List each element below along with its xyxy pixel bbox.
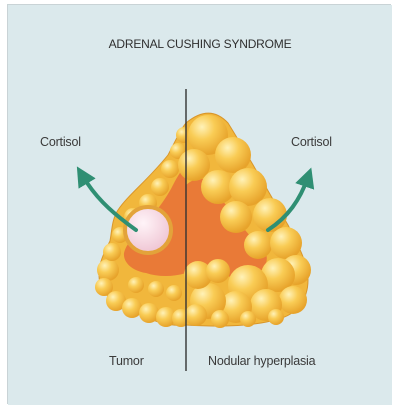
tumor-label: Tumor (109, 354, 144, 368)
nodular-hyperplasia-label: Nodular hyperplasia (208, 354, 315, 368)
diagram-title: ADRENAL CUSHING SYNDROME (8, 37, 392, 51)
diagram-panel: ADRENAL CUSHING SYNDROME Cortisol Cortis… (7, 4, 391, 404)
left-cortisol-label: Cortisol (40, 135, 81, 149)
adrenal-illustration (8, 5, 392, 405)
tumor (125, 207, 171, 253)
right-cortisol-label: Cortisol (291, 135, 332, 149)
